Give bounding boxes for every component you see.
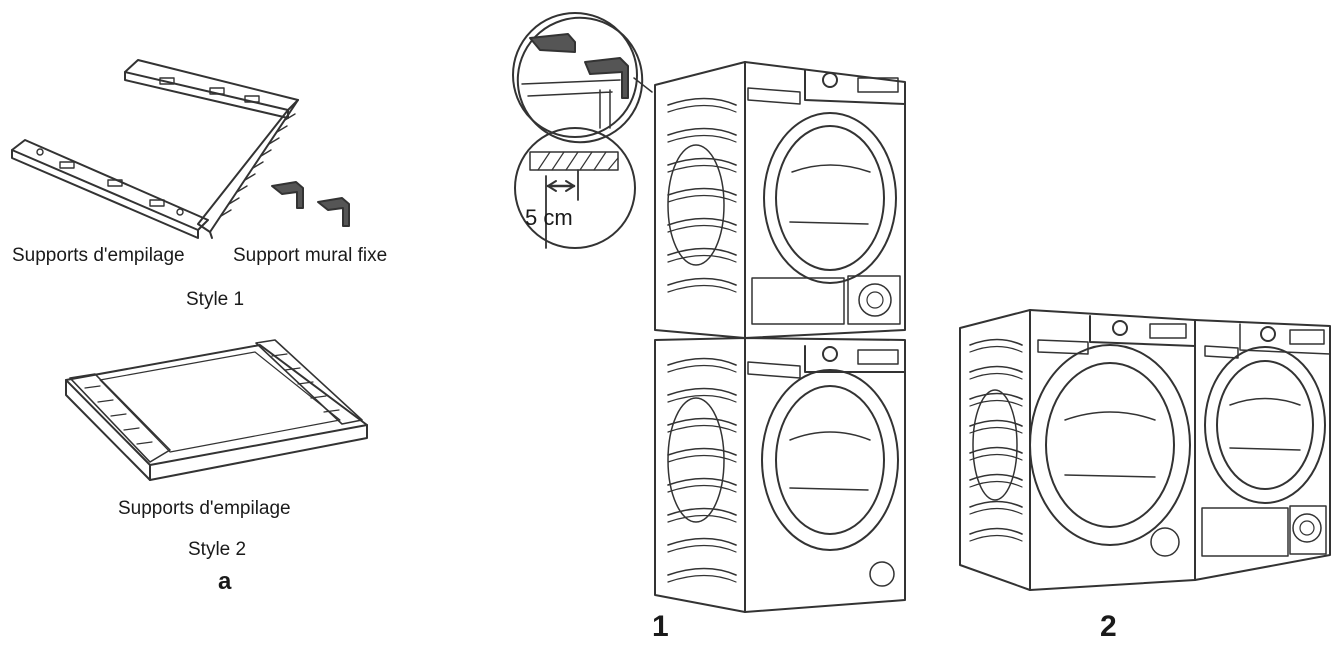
gap-distance-label: 5 cm [525, 205, 573, 230]
panel-label-a: a [218, 568, 232, 595]
style2-label: Style 2 [188, 539, 247, 560]
style1-label: Style 1 [186, 289, 245, 310]
stacking-tray-style2 [65, 339, 368, 481]
caption-wall-bracket: Support mural fixe [233, 245, 388, 266]
magnifier-callout [512, 12, 653, 249]
caption-stacking-supports-style1: Supports d'empilage [12, 245, 185, 266]
side-by-side-appliances [959, 309, 1331, 591]
caption-stacking-supports-style2: Supports d'empilage [118, 498, 291, 519]
stacking-frame-style1 [11, 59, 299, 239]
figure-label-1: 1 [652, 610, 669, 643]
stacked-appliances [654, 61, 906, 613]
wall-brackets [271, 181, 350, 227]
figure-label-2: 2 [1100, 610, 1117, 643]
